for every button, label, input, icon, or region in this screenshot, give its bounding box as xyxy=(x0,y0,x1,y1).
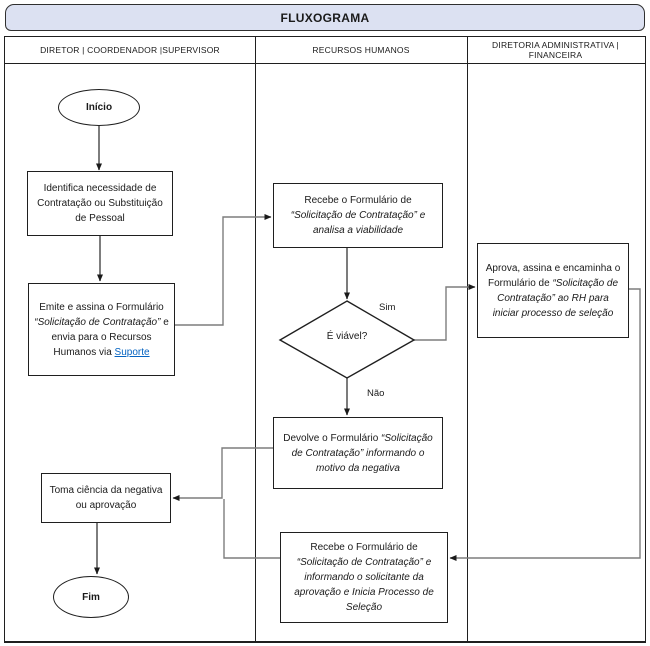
recebe2-text-regular: Recebe o Formulário de xyxy=(310,542,418,553)
connector-decision-sim-to-aprova xyxy=(414,284,476,341)
box-recebe2-text: Recebe o Formulário de “Solicitação de C… xyxy=(286,540,442,615)
emite-text-regular-2: e envia para o Recursos Humanos via xyxy=(51,316,169,358)
box-emite-text: Emite e assina o Formulário “Solicitação… xyxy=(34,300,169,360)
box-devolve-text: Devolve o Formulário “Solicitação de Con… xyxy=(279,431,437,476)
lane-header-diretor-label: DIRETOR | COORDENADOR |SUPERVISOR xyxy=(40,44,220,55)
lane-header-diretoria: DIRETORIA ADMINISTRATIVA | FINANCEIRA xyxy=(467,37,644,63)
lane-header-diretoria-label: DIRETORIA ADMINISTRATIVA | FINANCEIRA xyxy=(492,39,619,61)
box-recebe-analisa-text: Recebe o Formulário de “Solicitação de C… xyxy=(279,193,437,238)
decision-label: É viável? xyxy=(326,331,368,342)
lane-divider-1 xyxy=(255,37,257,641)
suporte-link[interactable]: Suporte xyxy=(114,346,150,358)
lane-header-rh-label: RECURSOS HUMANOS xyxy=(312,44,410,55)
box-recebe-analisa: Recebe o Formulário de “Solicitação de C… xyxy=(273,183,443,248)
lane-header-recursos-humanos: RECURSOS HUMANOS xyxy=(255,37,467,63)
start-label: Início xyxy=(85,102,113,113)
connector-recebe2-to-junction xyxy=(223,499,280,559)
branch-label-nao: Não xyxy=(367,388,385,399)
connector-emite-to-recebe1 xyxy=(175,214,272,326)
box-identifica-necessidade: Identifica necessidade de Contratação ou… xyxy=(27,171,173,236)
recebe1-text-italic: “Solicitação de Contratação” e analisa a… xyxy=(290,210,426,236)
branch-label-sim: Sim xyxy=(379,302,396,313)
recebe1-text-regular: Recebe o Formulário de xyxy=(304,195,412,206)
swimlane-table: DIRETOR | COORDENADOR |SUPERVISOR RECURS… xyxy=(4,36,646,643)
box-toma-ciencia: Toma ciência da negativa ou aprovação xyxy=(41,473,171,523)
decision-diamond xyxy=(278,300,416,379)
end-label: Fim xyxy=(82,591,100,603)
lane-header-diretor: DIRETOR | COORDENADOR |SUPERVISOR xyxy=(5,37,255,63)
box-recebe-inicia-processo: Recebe o Formulário de “Solicitação de C… xyxy=(280,532,448,623)
connector-devolve-to-toma xyxy=(172,447,273,501)
box-identifica-text: Identifica necessidade de Contratação ou… xyxy=(37,183,163,224)
end-node: Fim xyxy=(53,576,129,618)
aprova-text-regular: Aprova, assina e encaminha o Formulário … xyxy=(485,262,621,289)
box-devolve-formulario: Devolve o Formulário “Solicitação de Con… xyxy=(273,417,443,489)
title-bar: FLUXOGRAMA xyxy=(5,4,645,31)
devolve-text-regular: Devolve o Formulário xyxy=(283,432,382,444)
emite-text-italic: “Solicitação de Contratação” xyxy=(34,316,161,328)
aprova-text-italic: “Solicitação de Contratação” ao RH para … xyxy=(492,277,619,319)
emite-text-regular: Emite e assina o Formulário xyxy=(39,301,164,313)
lane-divider-2 xyxy=(467,37,469,641)
start-node: Início xyxy=(58,89,140,126)
devolve-text-italic: “Solicitação de Contratação” informando … xyxy=(291,432,433,474)
recebe2-text-italic: “Solicitação de Contratação” e informand… xyxy=(294,557,434,613)
page-title: FLUXOGRAMA xyxy=(280,10,370,25)
connector-aprova-to-recebe2 xyxy=(449,288,641,561)
lane-header-row: DIRETOR | COORDENADOR |SUPERVISOR RECURS… xyxy=(5,37,645,64)
box-aprova-assina: Aprova, assina e encaminha o Formulário … xyxy=(477,243,629,338)
box-toma-text: Toma ciência da negativa ou aprovação xyxy=(49,485,163,511)
box-emite-assina: Emite e assina o Formulário “Solicitação… xyxy=(28,283,175,376)
box-aprova-text: Aprova, assina e encaminha o Formulário … xyxy=(483,261,623,321)
